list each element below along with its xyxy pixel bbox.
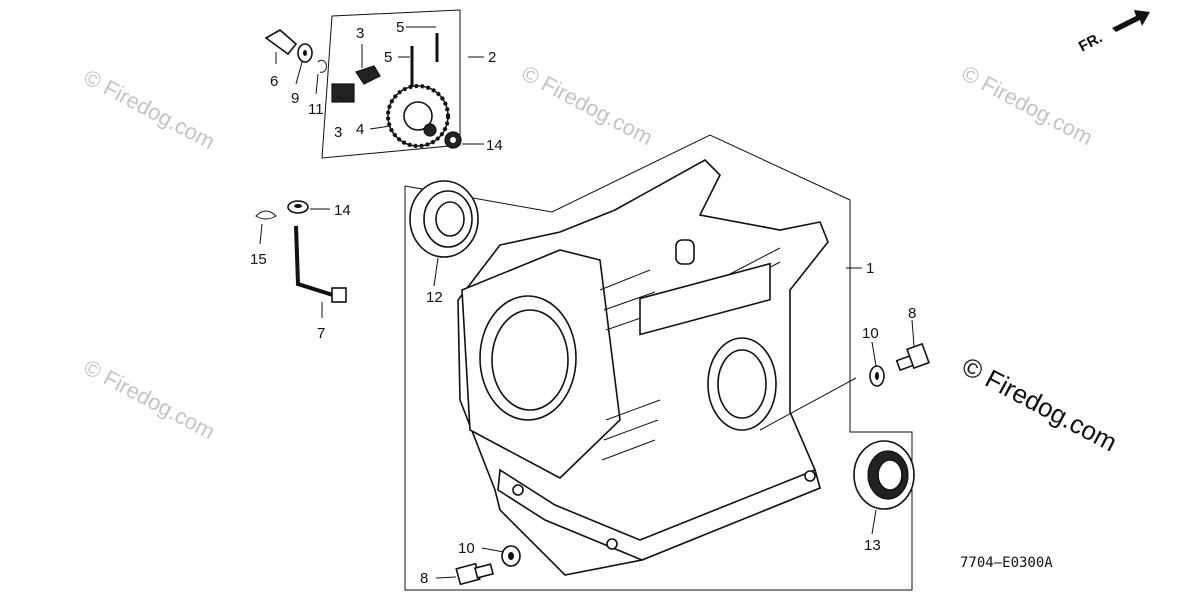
callout-1: 1 <box>866 260 874 277</box>
callout-9: 9 <box>291 90 299 107</box>
watermark-3: © Firedog.com <box>958 60 1097 150</box>
callout-6: 6 <box>270 73 278 90</box>
callout-15: 15 <box>250 251 267 268</box>
diagram-code: 7704—E0300A <box>960 555 1053 571</box>
oil-seal-13 <box>853 440 915 510</box>
washer-10-right <box>869 365 885 387</box>
callout-3-lower: 3 <box>334 124 342 141</box>
washer-14-upper <box>444 131 462 149</box>
washer-14-left <box>287 200 309 214</box>
direction-label: FR. <box>1076 29 1105 55</box>
crankcase-group-outline <box>404 134 913 591</box>
clip-11 <box>317 59 327 73</box>
callout-8-bottom: 8 <box>420 570 428 587</box>
leader-lines <box>259 26 915 579</box>
watermark-2: © Firedog.com <box>518 60 657 150</box>
callout-2: 2 <box>488 49 496 66</box>
callout-14-upper: 14 <box>486 137 503 154</box>
governor-weight-lower <box>331 83 355 103</box>
governor-weight-upper <box>355 65 381 85</box>
governor-group-outline <box>321 9 461 159</box>
front-direction-arrow: FR. <box>1076 10 1150 56</box>
drain-bolt-8-bottom <box>455 562 495 586</box>
governor-holder <box>264 29 298 56</box>
ball-bearing-12 <box>409 180 479 258</box>
watermark-1: © Firedog.com <box>80 64 219 154</box>
callouts: 1 2 3 3 4 5 5 6 7 8 8 9 10 10 11 12 13 1… <box>250 19 916 587</box>
clip-15 <box>255 210 277 220</box>
callout-11: 11 <box>308 101 324 118</box>
drain-bolt-8-right <box>895 342 930 372</box>
callout-5-lower: 5 <box>384 49 392 66</box>
callout-4: 4 <box>356 121 364 138</box>
callout-14-left: 14 <box>334 202 351 219</box>
callout-5-upper: 5 <box>396 19 404 36</box>
callout-10-right: 10 <box>862 325 879 342</box>
callout-8-right: 8 <box>908 305 916 322</box>
governor-arm-shaft-7 <box>294 225 347 303</box>
callout-3-upper: 3 <box>356 25 364 42</box>
callout-7: 7 <box>317 325 325 342</box>
callout-12: 12 <box>426 289 443 306</box>
watermark-4: © Firedog.com <box>80 354 219 444</box>
arrow-icon <box>1112 10 1150 32</box>
watermark-main: © Firedog.com <box>957 351 1122 458</box>
governor-gear <box>386 84 450 148</box>
callout-13: 13 <box>864 537 881 554</box>
callout-10-bottom: 10 <box>458 540 475 557</box>
crankcase-body-1 <box>457 159 829 576</box>
washer-9 <box>297 43 313 63</box>
washer-10-bottom <box>501 545 521 567</box>
